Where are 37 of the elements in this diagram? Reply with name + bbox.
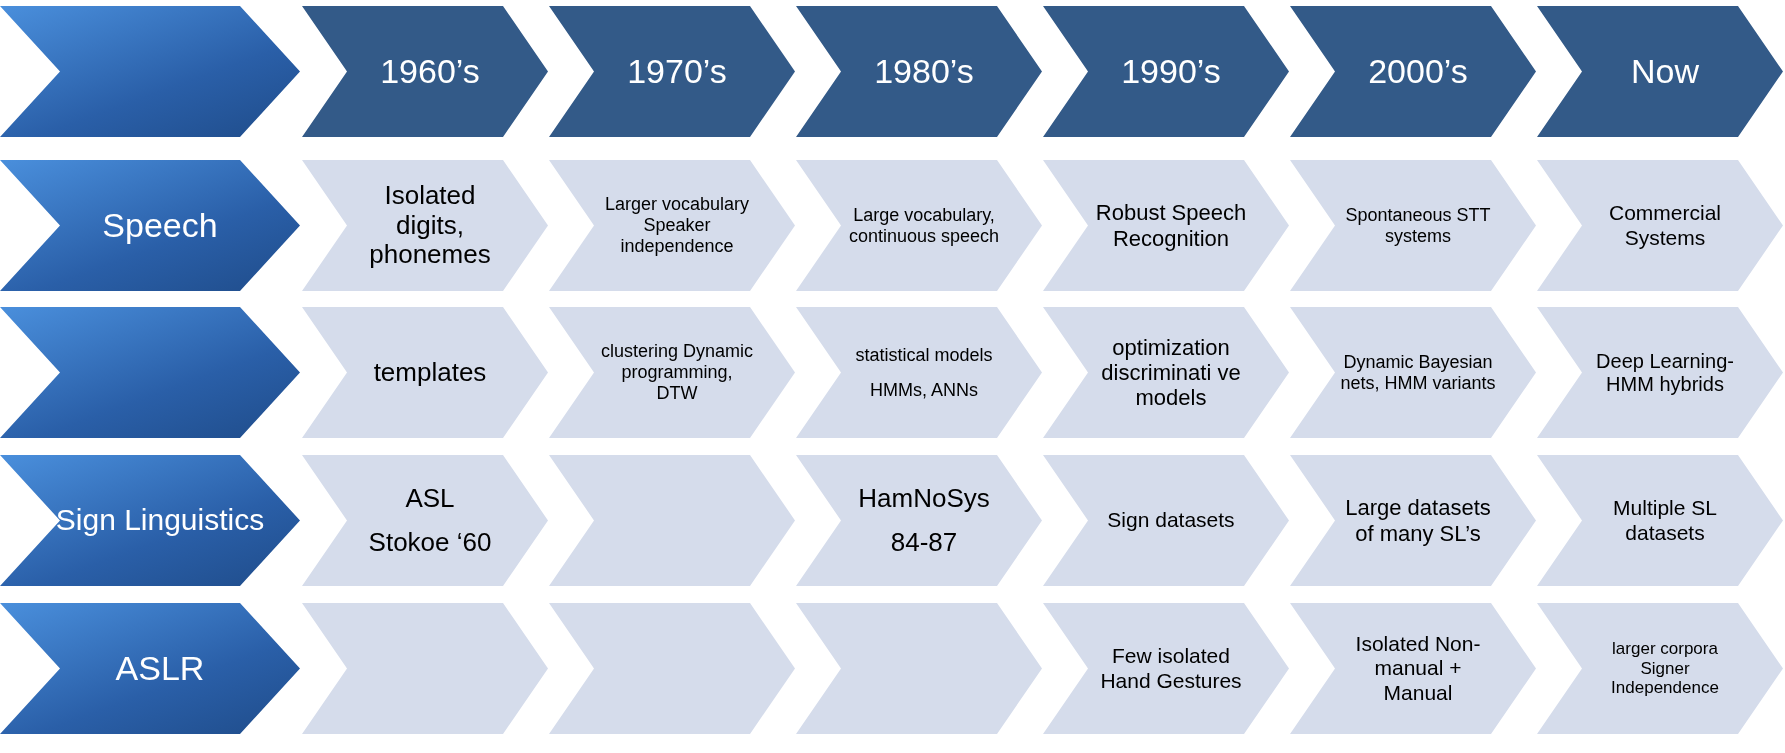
step-text: optimization discriminati ve models [1100, 334, 1242, 411]
period-label: 1960’s [380, 51, 480, 92]
step-text: Commercial Systems [1608, 201, 1722, 250]
period-label: Now [1631, 51, 1699, 92]
step-text: Isolated digits, phonemes [368, 180, 492, 271]
step-text: Deep Learning- HMM hybrids [1595, 349, 1735, 396]
step-text: Isolated Non-manual + Manual [1354, 632, 1482, 705]
row-header-tab [0, 6, 300, 137]
step-text: larger corpora Signer Independence [1610, 639, 1720, 698]
step-text: ASL [405, 483, 455, 514]
row-header-tab [0, 307, 300, 438]
step-text: clustering Dynamic programming, DTW [599, 341, 755, 404]
step-text: 84-87 [890, 527, 958, 558]
step-text: Sign datasets [1107, 508, 1235, 533]
row-title: Sign Linguistics [55, 503, 265, 538]
row-header-tab [0, 603, 300, 734]
step-text: Multiple SL datasets [1612, 496, 1718, 545]
row-header-tab [0, 160, 300, 291]
step-text: Few isolated Hand Gestures [1099, 644, 1243, 693]
step-text: Spontaneous STT systems [1344, 204, 1492, 247]
step-text: HamNoSys [858, 483, 990, 514]
row-title: ASLR [115, 648, 205, 689]
period-label: 1980’s [874, 51, 974, 92]
step-text: Large datasets of many SL’s [1344, 495, 1492, 546]
period-label: 1970’s [627, 51, 727, 92]
step-text: templates [373, 357, 487, 388]
step-text: Robust Speech Recognition [1094, 200, 1248, 251]
step-text: HMMs, ANNs [870, 379, 978, 401]
step-text: statistical models [855, 344, 993, 366]
step-text: Dynamic Bayesian nets, HMM variants [1340, 351, 1496, 394]
row-title: Speech [102, 205, 218, 246]
row-header-tab [0, 455, 300, 586]
step-text: Stokoe ‘60 [368, 527, 492, 558]
period-label: 2000’s [1368, 51, 1468, 92]
step-text: Larger vocabulary Speaker independence [603, 194, 751, 257]
period-label: 1990’s [1121, 51, 1221, 92]
step-text: Large vocabulary, continuous speech [847, 204, 1001, 247]
